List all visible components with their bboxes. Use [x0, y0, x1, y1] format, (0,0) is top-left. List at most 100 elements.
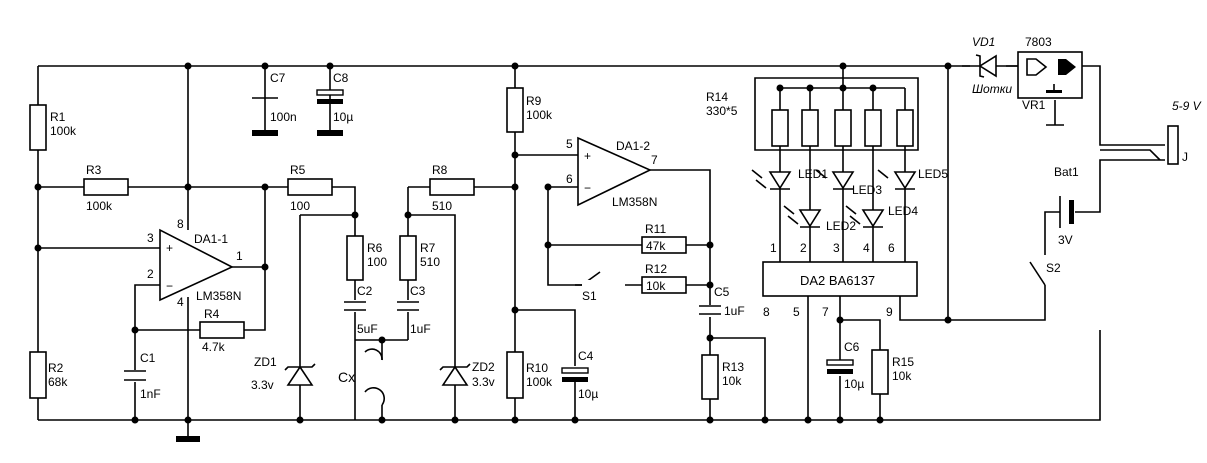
zd2-ref: ZD2: [472, 360, 495, 374]
c3-ref: C3: [410, 284, 426, 298]
r8-ref: R8: [432, 163, 448, 177]
zd2-value: 3.3v: [472, 375, 495, 389]
da2-label: DA2 BA6137: [800, 273, 875, 288]
r9-ref: R9: [526, 94, 542, 108]
led-array: LED1 LED2 LED3 LED4: [751, 167, 948, 233]
capacitor-c1: C1 1nF: [124, 351, 161, 401]
resistor-r5: R5 100: [287, 163, 333, 213]
resistor-r12: R12 10k: [641, 262, 687, 294]
c4-value: 10µ: [578, 387, 598, 401]
da2-pin-4: 4: [863, 241, 870, 255]
da2-pin-5: 5: [793, 305, 800, 319]
zd1-ref: ZD1: [254, 355, 277, 369]
regulator-vr1: 7803 VR1: [1017, 35, 1083, 126]
r10-ref: R10: [526, 361, 548, 375]
resistor-r10: R10 100k: [506, 351, 553, 399]
c8-ref: C8: [333, 71, 349, 85]
dc-jack: 5-9 V J: [1100, 99, 1202, 165]
da2-pin-6: 6: [888, 241, 895, 255]
s2-label: S2: [1046, 261, 1061, 275]
da2-pin-7: 7: [822, 305, 829, 319]
da1-2-pin7: 7: [651, 153, 658, 167]
r14-value: 330*5: [706, 104, 738, 118]
da1-1-part: LM358N: [196, 289, 241, 303]
resistor-r3: R3 100k: [83, 163, 129, 213]
r10-value: 100k: [526, 375, 553, 389]
schottky-vd1: VD1 Шотки: [962, 35, 1018, 96]
r7-ref: R7: [420, 241, 436, 255]
c4-ref: C4: [578, 349, 594, 363]
resistor-r1: R1 100k: [29, 104, 77, 151]
r5-ref: R5: [290, 163, 306, 177]
vd1-ref: VD1: [972, 35, 995, 49]
r15-ref: R15: [892, 355, 914, 369]
r4-ref: R4: [204, 307, 220, 321]
vr1-part: 7803: [1025, 35, 1052, 49]
led5-label: LED5: [918, 167, 948, 181]
led-2: LED2: [783, 205, 856, 233]
battery-bat1: Bat1 3V: [1054, 165, 1079, 247]
r4-value: 4.7k: [202, 340, 226, 354]
da1-1-pin8: 8: [177, 217, 184, 231]
opamp-da1-1: + − 3 2 1 8 4 DA1-1 LM358N: [147, 217, 243, 309]
svg-text:+: +: [584, 149, 591, 163]
vd1-note: Шотки: [972, 82, 1012, 96]
capacitor-c5: C5 1uF: [699, 285, 745, 318]
led3-label: LED3: [852, 183, 882, 197]
cx-probe-terminals: Cx: [338, 348, 385, 406]
r11-value: 47k: [646, 239, 666, 253]
r15-value: 10k: [892, 369, 912, 383]
bat1-ref: Bat1: [1054, 165, 1079, 179]
r6-value: 100: [367, 255, 387, 269]
opamp-da1-2: + − 5 6 7 DA1-2 LM358N: [566, 136, 658, 209]
da1-1-pin2: 2: [147, 267, 154, 281]
jack-voltage: 5-9 V: [1172, 99, 1202, 113]
svg-text:−: −: [584, 181, 591, 195]
c6-value: 10µ: [844, 377, 864, 391]
r1-ref: R1: [50, 110, 66, 124]
led2-label: LED2: [826, 219, 856, 233]
r12-ref: R12: [645, 262, 667, 276]
r7-value: 510: [420, 255, 440, 269]
resistor-r15: R15 10k: [871, 349, 914, 395]
led-3: LED3: [815, 169, 882, 197]
wires: [37, 65, 1165, 437]
capacitor-c3: C3 1uF: [397, 284, 431, 336]
da1-2-pin5: 5: [566, 137, 573, 151]
c2-ref: C2: [357, 284, 373, 298]
da2-pin-3: 3: [833, 241, 840, 255]
c7-ref: C7: [270, 71, 286, 85]
r2-ref: R2: [48, 361, 64, 375]
c7-value: 100n: [270, 110, 297, 124]
zener-zd2: ZD2 3.3v: [439, 360, 495, 389]
s1-label: S1: [582, 289, 597, 303]
svg-text:+: +: [166, 241, 173, 255]
resistor-r2: R2 68k: [29, 351, 68, 399]
r2-value: 68k: [48, 375, 68, 389]
r5-value: 100: [290, 199, 310, 213]
capacitor-c8: C8 10µ: [316, 71, 353, 136]
r3-value: 100k: [86, 199, 113, 213]
led1-label: LED1: [798, 167, 828, 181]
r9-value: 100k: [526, 108, 553, 122]
switch-s2: S2: [1029, 261, 1061, 286]
r1-value: 100k: [50, 124, 77, 138]
da1-1-pin1: 1: [236, 249, 243, 263]
da1-2-pin6: 6: [566, 172, 573, 186]
resistor-r4: R4 4.7k: [199, 307, 245, 354]
cx-label: Cx: [338, 369, 355, 385]
da2-pin-8: 8: [763, 305, 770, 319]
da1-1-pin4: 4: [177, 295, 184, 309]
capacitor-c4: C4 10µ: [561, 349, 598, 401]
capacitor-c6: C6 10µ: [826, 340, 864, 391]
c1-ref: C1: [140, 351, 156, 365]
da1-1-ref: DA1-1: [194, 232, 228, 246]
r12-value: 10k: [646, 279, 666, 293]
switch-s1: S1: [575, 271, 601, 303]
resistor-r13: R13 10k: [701, 354, 744, 400]
r14-ref: R14: [706, 90, 728, 104]
c5-ref: C5: [714, 285, 730, 299]
ground-symbol: [176, 436, 200, 442]
led4-label: LED4: [888, 204, 918, 218]
capacitor-c2: C2 5uF: [344, 284, 378, 336]
